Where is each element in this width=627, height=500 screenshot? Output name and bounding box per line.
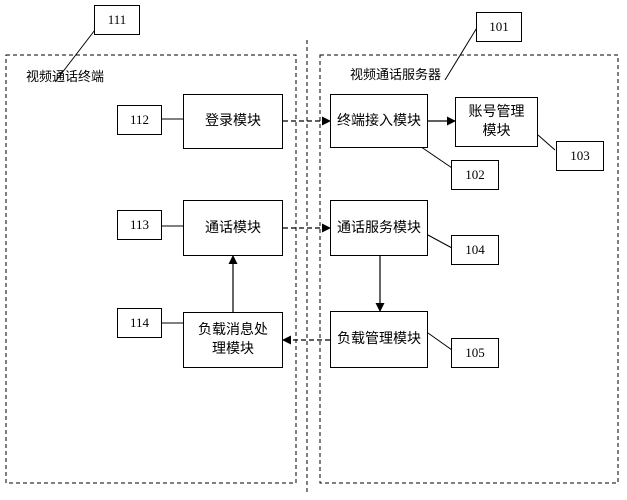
server-region-label: 视频通话服务器	[350, 68, 442, 83]
leader-103	[537, 134, 556, 151]
terminal-region-label: 视频通话终端	[26, 70, 105, 85]
ref-104: 104	[451, 235, 499, 265]
ref-103: 103	[556, 141, 604, 171]
call-service-module: 通话服务模块	[330, 200, 428, 256]
payload-mgmt-module: 负载管理模块	[330, 311, 428, 368]
account-mgmt-module: 账号管理模块	[455, 97, 538, 147]
ref-112: 112	[117, 105, 162, 135]
login-module: 登录模块	[183, 94, 283, 149]
payload-process-module-label: 负载消息处理模块	[198, 322, 268, 357]
server-region-border	[319, 54, 619, 484]
ref-101: 101	[476, 12, 522, 42]
terminal-access-module-label: 终端接入模块	[337, 112, 421, 129]
call-module: 通话模块	[183, 200, 283, 256]
terminal-region-border	[5, 54, 297, 484]
leader-111	[54, 25, 99, 83]
payload-process-module: 负载消息处理模块	[183, 312, 283, 368]
login-module-label: 登录模块	[205, 113, 261, 129]
ref-102: 102	[451, 160, 499, 190]
call-service-module-label: 通话服务模块	[337, 219, 421, 236]
payload-mgmt-module-label: 负载管理模块	[337, 331, 421, 347]
call-module-label: 通话模块	[205, 219, 261, 236]
ref-111: 111	[94, 5, 140, 35]
leader-101	[444, 25, 479, 81]
ref-114: 114	[117, 308, 162, 338]
leader-105	[427, 332, 453, 351]
ref-105: 105	[451, 338, 499, 368]
account-mgmt-module-label: 账号管理模块	[468, 104, 525, 139]
terminal-access-module: 终端接入模块	[330, 94, 428, 148]
ref-113: 113	[117, 210, 162, 240]
